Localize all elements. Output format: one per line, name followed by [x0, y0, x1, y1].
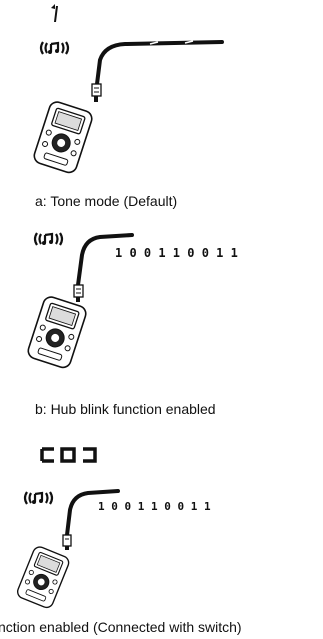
- panel-tone-mode: a: Tone mode (Default): [0, 0, 323, 215]
- cable: [95, 40, 224, 86]
- rj45-connector-icon: [62, 534, 72, 550]
- tone-signal-icon: [23, 491, 54, 505]
- panel-hub-blink: 1 0 0 1 1 0 0 1 1 b: Hub blink function …: [0, 215, 323, 425]
- panel-b-drawing: 1 0 0 1 1 0 0 1 1: [27, 232, 238, 369]
- panel-a-drawing: [33, 4, 224, 174]
- blink-pattern: 1 0 0 1 1 0 0 1 1: [98, 500, 211, 513]
- blink-pattern: 1 0 0 1 1 0 0 1 1: [115, 246, 238, 260]
- cable: [65, 489, 120, 537]
- lcd-digit-1: [51, 4, 58, 22]
- cable-tester-icon: [33, 101, 93, 174]
- tone-signal-icon: [33, 232, 64, 246]
- cable-tester-icon: [16, 546, 70, 609]
- caption-b: b: Hub blink function enabled: [35, 401, 216, 417]
- cable: [76, 233, 134, 287]
- caption-a: a: Tone mode (Default): [35, 193, 178, 209]
- cable-tester-icon: [27, 296, 87, 369]
- panel-hub-blink-switch: 1 0 0 1 1 0 0 1 1 nction enabled (Connec…: [0, 425, 323, 639]
- rj45-connector-icon: [73, 284, 84, 302]
- rj45-connector-icon: [91, 83, 102, 102]
- caption-c: nction enabled (Connected with switch): [0, 619, 242, 635]
- lcd-code: [40, 447, 97, 463]
- panel-c-drawing: 1 0 0 1 1 0 0 1 1: [16, 447, 211, 609]
- tone-signal-icon: [39, 41, 70, 55]
